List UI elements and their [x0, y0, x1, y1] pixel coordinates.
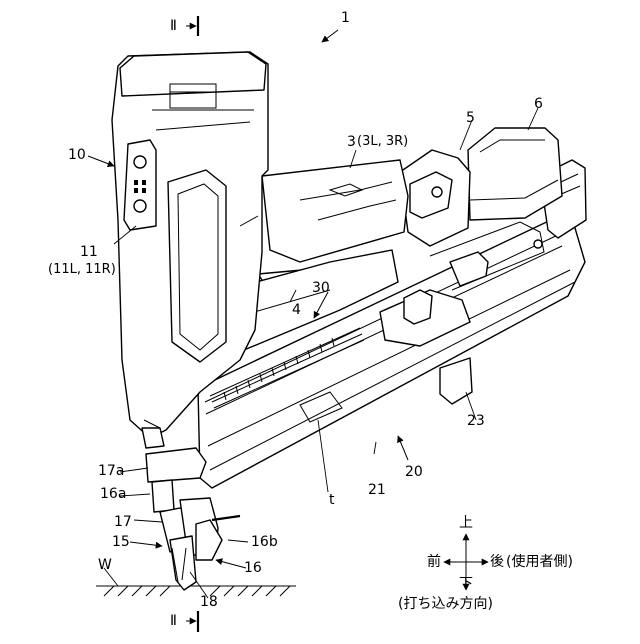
legend-front: 前 — [427, 554, 441, 570]
section-mark-bottom: Ⅱ — [170, 613, 177, 629]
workpiece-surface — [96, 586, 296, 596]
ref-3: 3 — [347, 134, 356, 150]
section-mark-bottom-line — [186, 611, 198, 632]
ref-3-sub: (3L, 3R) — [357, 134, 408, 150]
legend-down-note: (打ち込み方向) — [398, 596, 493, 612]
ref-16b: 16b — [251, 534, 278, 550]
legend-rear-note: (使用者側) — [506, 554, 573, 570]
legend-down: 下 — [459, 576, 473, 592]
legend-up: 上 — [459, 515, 473, 531]
section-mark-top-line — [186, 16, 198, 36]
ref-1: 1 — [341, 10, 350, 26]
handle — [262, 160, 408, 262]
ref-10: 10 — [68, 147, 86, 163]
ref-16: 16 — [244, 560, 262, 576]
section-mark-top: Ⅱ — [170, 18, 177, 34]
ref-30: 30 — [312, 280, 330, 296]
ref-4: 4 — [292, 302, 301, 318]
ref-23: 23 — [467, 413, 485, 429]
ref-W: W — [98, 557, 112, 573]
ref-11: 11 — [80, 244, 98, 260]
ref-17a: 17a — [98, 463, 124, 479]
ref-5: 5 — [466, 110, 475, 126]
ref-t: t — [329, 492, 335, 508]
ref-15: 15 — [112, 534, 130, 550]
legend-rear: 後 — [490, 554, 504, 570]
ref-16a: 16a — [100, 486, 126, 502]
ref-11-sub: (11L, 11R) — [48, 262, 116, 278]
ref-20: 20 — [405, 464, 423, 480]
ref-17: 17 — [114, 514, 132, 530]
ref-21: 21 — [368, 482, 386, 498]
battery-mount — [400, 150, 470, 246]
ref-18: 18 — [200, 594, 218, 610]
ref-6: 6 — [534, 96, 543, 112]
